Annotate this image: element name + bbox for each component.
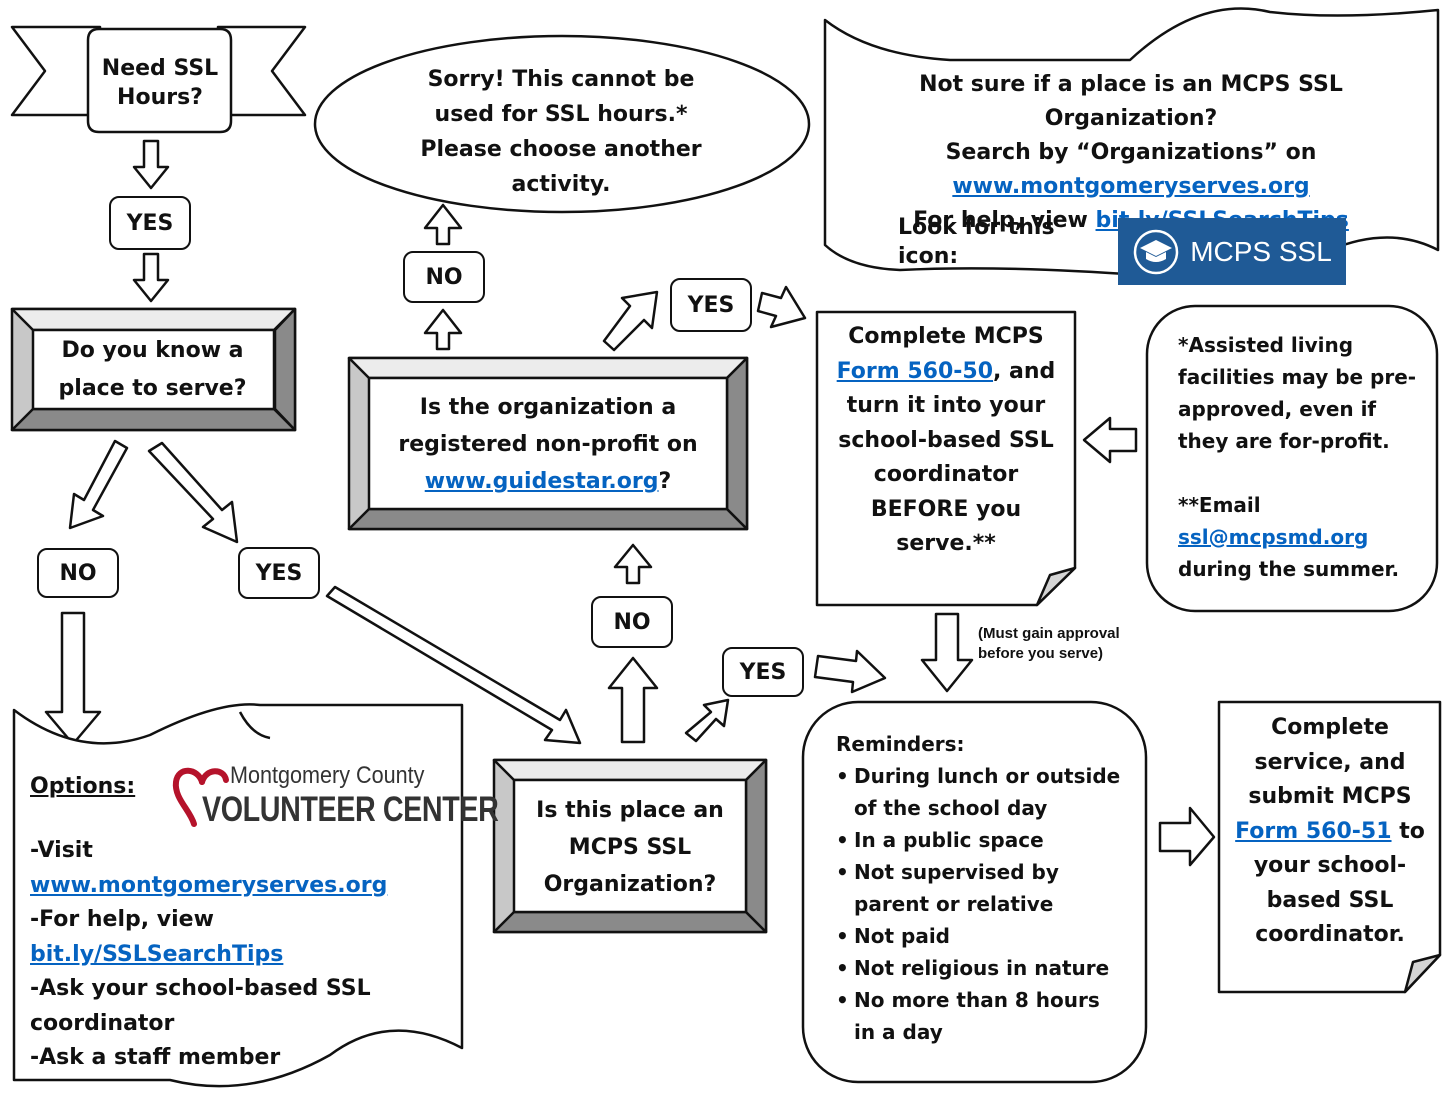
question-nonprofit: Is the organization a registered non-pro… [385, 389, 711, 500]
volunteer-center-line2: VOLUNTEER CENTER [202, 790, 499, 829]
volunteer-center-logo: Montgomery County VOLUNTEER CENTER [172, 760, 499, 832]
arrow-down-1 [132, 139, 170, 190]
heart-icon [172, 767, 229, 827]
approval-note: (Must gain approval before you serve) [978, 625, 1120, 662]
complete-form-text: Complete MCPS Form 560-50, and turn it i… [830, 320, 1062, 562]
guidestar-link[interactable]: www.guidestar.org [424, 469, 659, 494]
arrow-up-to-sorry [423, 203, 463, 246]
final-step-suffix: to your school-based SSL coordinator. [1253, 818, 1425, 948]
reminders-box: Reminders: During lunch or outside of th… [836, 728, 1121, 1048]
note-box-shape [1145, 304, 1439, 613]
ssl-email-link[interactable]: ssl@mcpsmd.org [1178, 525, 1369, 549]
arrow-diag-to-yes [147, 441, 239, 544]
sorry-message: Sorry! This cannot be used for SSL hours… [420, 67, 702, 197]
arrow-down-2 [132, 252, 170, 303]
montgomeryserves-link-top[interactable]: www.montgomeryserves.org [952, 174, 1310, 199]
options-help-prefix: -For help, view [30, 907, 214, 932]
not-sure-line2: Search by “Organizations” on [945, 140, 1317, 165]
arrow-diag-to-yes-3 [602, 290, 659, 352]
note-text: *Assisted living facilities may be pre-a… [1178, 329, 1418, 585]
not-sure-scroll-shape [823, 7, 1440, 281]
bevel-box-know-place [10, 307, 297, 432]
arrow-left-from-note [1082, 416, 1138, 464]
complete-form-suffix: , and turn it into your school-based SSL… [838, 358, 1056, 557]
arrow-diag-to-yes-2 [684, 698, 730, 743]
arrow-up-mcps-org [607, 656, 659, 744]
start-ribbon-shape [10, 25, 307, 134]
reminder-item: In a public space [836, 824, 1121, 856]
note-line3: during the summer. [1178, 557, 1400, 581]
form-560-50-link[interactable]: Form 560-50 [836, 358, 994, 384]
options-ask-coordinator: -Ask your school-based SSL coordinator [30, 976, 371, 1036]
not-sure-line1: Not sure if a place is an MCPS SSL Organ… [919, 72, 1343, 131]
volunteer-center-line1: Montgomery County [230, 762, 425, 789]
icon-prompt: Look for this icon: [898, 215, 1055, 270]
arrow-up-to-nonprofit [613, 543, 653, 585]
final-step-prefix: Complete service, and submit MCPS [1248, 715, 1412, 809]
reminder-item: No more than 8 hours in a day [836, 984, 1121, 1048]
options-visit-prefix: -Visit [30, 838, 93, 863]
not-sure-help-prefix: For help, view [913, 208, 1096, 233]
sorry-ellipse [313, 34, 811, 214]
ssl-search-tips-link-bottom[interactable]: bit.ly/SSLSearchTips [30, 941, 284, 967]
note-line2: **Email [1178, 493, 1261, 517]
options-list: -Visit www.montgomeryserves.org -For hel… [30, 834, 455, 1076]
question-mcps-org: Is this place an MCPS SSL Organization? [536, 798, 724, 897]
arrow-down-options [44, 611, 102, 746]
question-nonprofit-text: Is the organization a registered non-pro… [398, 395, 698, 457]
reminders-title: Reminders: [836, 732, 965, 756]
yes-pill-1: YES [109, 196, 191, 250]
reminder-item: Not supervised by parent or relative [836, 856, 1121, 920]
yes-pill-left: YES [238, 547, 320, 599]
reminder-item: During lunch or outside of the school da… [836, 760, 1121, 824]
no-pill-middle: NO [591, 596, 673, 648]
reminder-item: Not religious in nature [836, 952, 1121, 984]
reminders-list: During lunch or outside of the school da… [836, 760, 1121, 1048]
arrow-right-to-final [1158, 806, 1216, 867]
yes-pill-top: YES [670, 278, 752, 332]
note-line1: *Assisted living facilities may be pre-a… [1178, 333, 1417, 453]
final-step-text: Complete service, and submit MCPS Form 5… [1232, 711, 1428, 953]
no-pill-left: NO [37, 548, 119, 598]
arrow-down-to-reminders [920, 612, 974, 693]
complete-form-prefix: Complete MCPS [848, 324, 1044, 349]
montgomeryserves-link-bottom[interactable]: www.montgomeryserves.org [30, 872, 388, 898]
bevel-box-mcps-org [492, 758, 768, 934]
arrow-diag-to-mcps-org [325, 585, 582, 745]
start-label: Need SSL Hours? [101, 56, 219, 111]
arrow-right-to-form [756, 285, 807, 329]
question-nonprofit-suffix: ? [658, 469, 672, 494]
mcps-ssl-badge-text: MCPS SSL [1190, 235, 1332, 267]
reminder-item: Not paid [836, 920, 1121, 952]
arrow-up-to-no [423, 308, 463, 351]
arrow-diag-to-no [68, 439, 129, 530]
form-560-51-link[interactable]: Form 560-51 [1235, 818, 1392, 844]
options-ask-staff: -Ask a staff member [30, 1045, 281, 1070]
arrow-right-to-reminders [813, 649, 887, 694]
options-scroll-shape [12, 703, 464, 1088]
bevel-box-nonprofit [347, 356, 749, 531]
question-know-place: Do you know a place to serve? [58, 338, 247, 401]
no-pill-top: NO [403, 251, 485, 303]
mcps-ssl-badge: MCPS SSL [1118, 218, 1346, 285]
options-title: Options: [30, 774, 136, 799]
yes-pill-middle: YES [722, 647, 804, 697]
graduation-cap-icon [1133, 229, 1179, 274]
